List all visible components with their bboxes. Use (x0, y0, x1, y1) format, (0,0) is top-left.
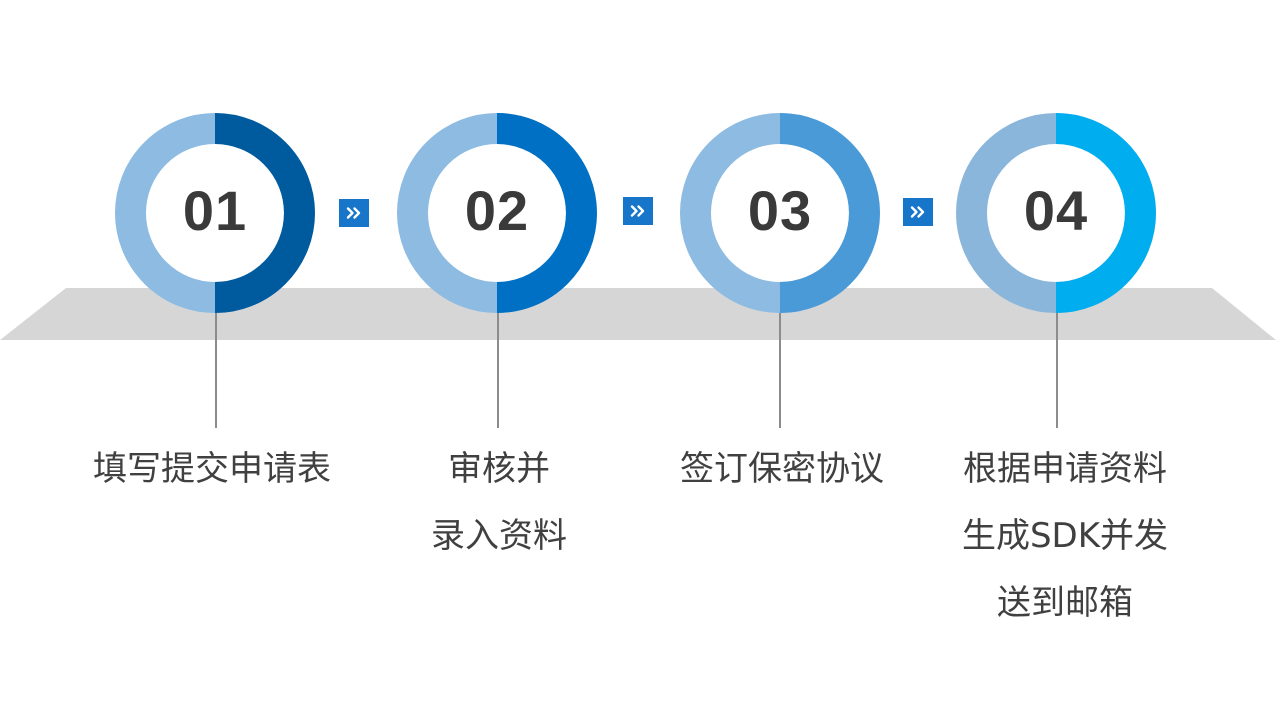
step-4-label-line: 送到邮箱 (997, 583, 1133, 623)
step-3-connector (779, 312, 781, 428)
step-1-connector (215, 312, 217, 428)
arrow-1-2 (339, 199, 369, 227)
step-1-label: 填写提交申请表 (62, 436, 362, 503)
step-4-label: 根据申请资料 生成SDK并发 送到邮箱 (915, 436, 1215, 637)
step-1-number: 01 (182, 179, 248, 242)
step-2-label: 审核并 录入资料 (349, 436, 649, 570)
step-1-ring-dark-arc (214, 113, 315, 313)
arrow-3-4 (903, 198, 933, 226)
step-4-number: 04 (1023, 179, 1089, 242)
step-3-label-line: 签订保密协议 (680, 449, 884, 489)
step-1-label-line: 填写提交申请表 (93, 449, 331, 489)
step-4-label-line: 生成SDK并发 (961, 516, 1169, 556)
step-2-label-line: 审核并 (448, 449, 550, 489)
double-chevron-right-icon (346, 207, 361, 219)
step-3-label: 签订保密协议 (632, 436, 932, 503)
step-4-label-line: 根据申请资料 (963, 449, 1167, 489)
step-2-ring: 02 (397, 113, 597, 313)
step-2-label-line: 录入资料 (431, 516, 567, 556)
step-1-ring: 01 (115, 113, 315, 313)
step-3-number: 03 (747, 179, 813, 242)
step-3-ring: 03 (680, 113, 880, 313)
step-4-ring: 04 (956, 113, 1156, 313)
step-2-ring-dark-arc (496, 113, 597, 313)
double-chevron-right-icon (630, 205, 645, 217)
arrow-2-3 (623, 197, 653, 225)
double-chevron-right-icon (910, 206, 925, 218)
step-3-ring-dark-arc (779, 113, 880, 313)
step-2-connector (497, 312, 499, 428)
step-4-ring-dark-arc (1055, 113, 1156, 313)
step-4-connector (1056, 312, 1058, 428)
step-2-number: 02 (464, 179, 530, 242)
